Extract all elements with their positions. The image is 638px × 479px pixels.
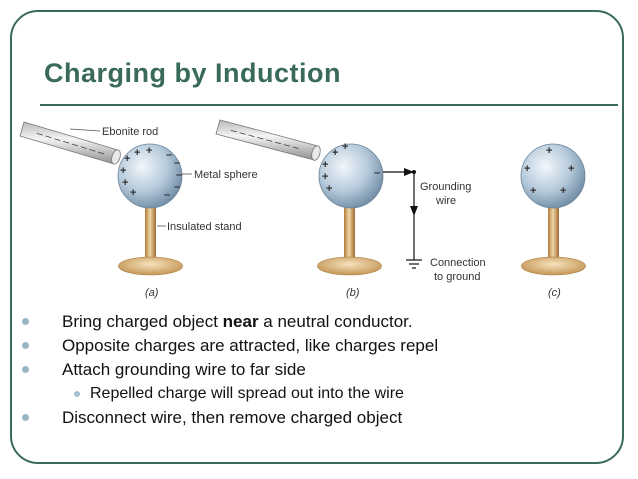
panel-b: – – – – – – – – +++ ++ – Grounding: [215, 119, 486, 299]
svg-text:+: +: [322, 159, 328, 171]
svg-text:+: +: [146, 145, 152, 157]
induction-figure: – – – – – – – – Ebonite rod +++ +++ ––– …: [16, 114, 616, 304]
induction-diagram: – – – – – – – – Ebonite rod +++ +++ ––– …: [19, 119, 586, 299]
stand-pole-b: [344, 204, 355, 264]
label-ebonite-rod: Ebonite rod: [102, 126, 158, 138]
svg-text:+: +: [122, 177, 128, 189]
panel-a: – – – – – – – – Ebonite rod +++ +++ ––– …: [19, 121, 258, 299]
bullet-item: Attach grounding wire to far side: [22, 358, 612, 382]
stand-base-a: [118, 256, 183, 276]
svg-text:+: +: [568, 163, 574, 175]
stand-pole-c: [548, 204, 559, 264]
svg-text:+: +: [322, 171, 328, 183]
slide-frame: [10, 10, 624, 464]
emphasis-near: near: [222, 312, 259, 331]
stand-pole-a: [145, 204, 156, 264]
svg-text:–: –: [176, 169, 182, 181]
bullet-item: Opposite charges are attracted, like cha…: [22, 334, 612, 358]
svg-text:–: –: [174, 157, 180, 169]
ebonite-rod-b: – – – – – – – –: [215, 119, 321, 161]
svg-text:+: +: [124, 153, 130, 165]
stand-base-c: [521, 256, 586, 276]
label-panel-a: (a): [145, 287, 159, 299]
svg-text:+: +: [120, 165, 126, 177]
svg-text:–: –: [164, 189, 170, 201]
label-grounding-wire-2: wire: [435, 195, 456, 207]
bullet-dot-icon: [22, 318, 29, 325]
stand-base-b: [317, 256, 382, 276]
bullet-item: Disconnect wire, then remove charged obj…: [22, 406, 612, 430]
metal-sphere-c: [520, 143, 586, 209]
label-connection-2: to ground: [434, 271, 480, 283]
svg-text:–: –: [166, 149, 172, 161]
svg-text:+: +: [326, 183, 332, 195]
svg-text:+: +: [130, 187, 136, 199]
label-metal-sphere: Metal sphere: [194, 169, 258, 181]
bullet-dot-icon: [74, 391, 80, 397]
label-panel-c: (c): [548, 287, 561, 299]
svg-text:+: +: [332, 147, 338, 159]
svg-text:+: +: [342, 141, 348, 153]
metal-sphere-b: [318, 143, 384, 209]
panel-c: +++ ++ (c): [520, 143, 586, 299]
svg-text:+: +: [560, 185, 566, 197]
svg-text:–: –: [174, 181, 180, 193]
svg-text:+: +: [134, 147, 140, 159]
metal-sphere-a: [117, 143, 183, 209]
label-grounding-wire-1: Grounding: [420, 181, 471, 193]
bullet-item: Bring charged object near a neutral cond…: [22, 310, 612, 334]
bullet-dot-icon: [22, 366, 29, 373]
ebonite-leader: [69, 128, 101, 132]
label-connection-1: Connection: [430, 257, 486, 269]
bullet-dot-icon: [22, 414, 29, 421]
label-panel-b: (b): [346, 287, 360, 299]
bullet-dot-icon: [22, 342, 29, 349]
label-insulated-stand: Insulated stand: [167, 221, 242, 233]
svg-text:+: +: [524, 163, 530, 175]
bullet-list: Bring charged object near a neutral cond…: [22, 310, 612, 430]
svg-text:–: –: [374, 167, 380, 179]
sub-bullet-item: Repelled charge will spread out into the…: [22, 382, 612, 406]
title-underline: [40, 104, 618, 106]
slide-title: Charging by Induction: [44, 58, 341, 88]
svg-text:+: +: [530, 185, 536, 197]
svg-text:+: +: [546, 145, 552, 157]
